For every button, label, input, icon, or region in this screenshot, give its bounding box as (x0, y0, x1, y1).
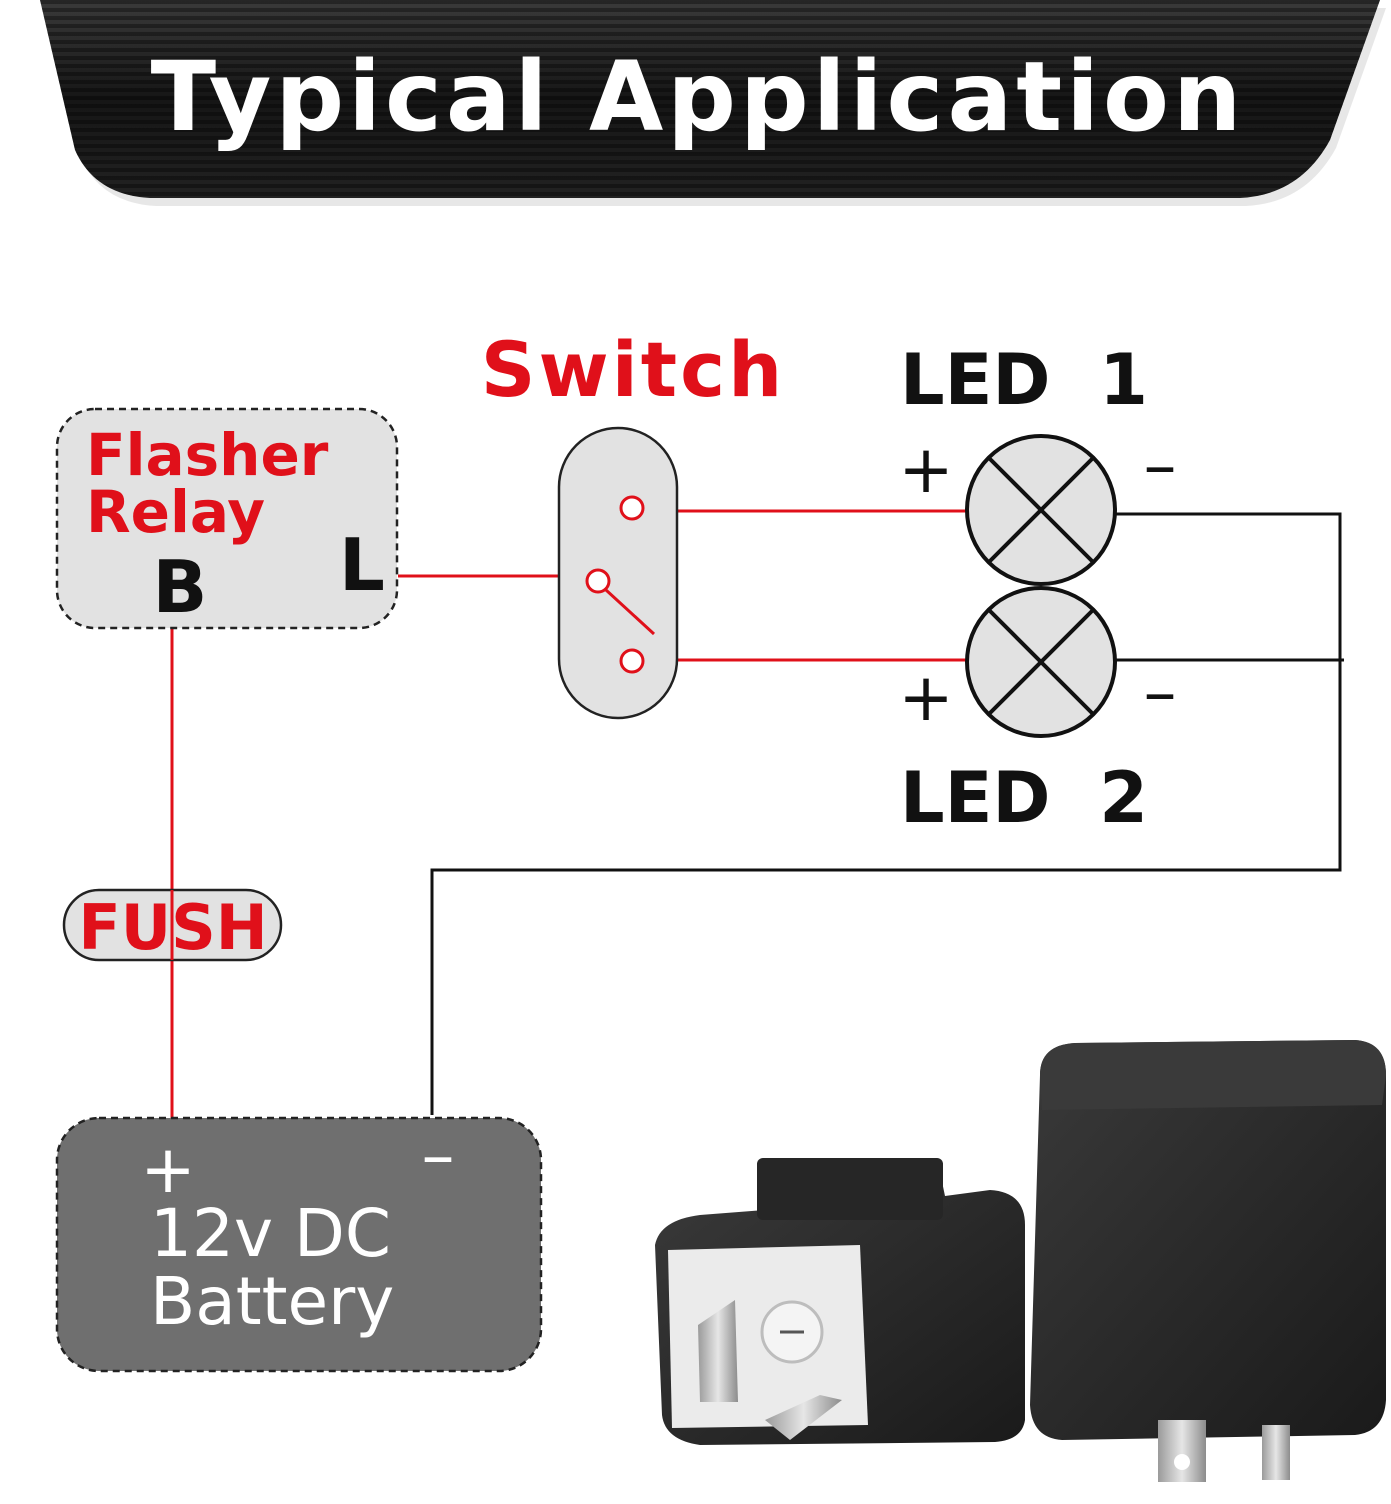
led1-label: LED 1 (900, 339, 1148, 421)
black-wire-led1-return (430, 512, 1342, 1115)
switch-contact-2 (619, 648, 645, 674)
relay-unit-front (655, 1158, 1025, 1445)
fuse-label: FUSH (78, 891, 267, 964)
switch-label: Switch (481, 325, 785, 414)
terminal-b-label: B (153, 545, 208, 629)
battery-label-1: 12v DC (150, 1195, 391, 1272)
relay-clip (757, 1158, 943, 1220)
battery: + – 12v DC Battery (55, 1116, 543, 1373)
battery-body (55, 1116, 543, 1373)
switch-contact-1 (619, 495, 645, 521)
terminal-pin-l (698, 1300, 738, 1402)
battery-label-2: Battery (150, 1263, 394, 1340)
battery-minus: – (422, 1117, 455, 1194)
flasher-relay-label-2: Relay (86, 478, 265, 546)
led-2: + – LED 2 (898, 586, 1177, 839)
relay-unit-back (1030, 1040, 1386, 1482)
flasher-relay: Flasher Relay B L (55, 407, 399, 630)
product-photo (655, 1040, 1386, 1482)
terminal-l-label: L (339, 523, 385, 607)
battery-plus: + (140, 1131, 195, 1208)
switch: Switch (481, 325, 785, 720)
wires (170, 509, 1344, 1122)
flasher-relay-box (55, 407, 399, 630)
led1-minus: – (1144, 427, 1177, 504)
led-1: LED 1 + – (898, 339, 1177, 586)
flasher-relay-label-1: Flasher (86, 421, 329, 489)
led2-plus: + (898, 659, 953, 736)
led2-label: LED 2 (900, 757, 1148, 839)
title-banner: Typical Application (40, 0, 1386, 206)
led2-minus: – (1144, 654, 1177, 731)
led1-plus: + (898, 431, 953, 508)
switch-lever (604, 588, 656, 636)
switch-body (557, 426, 679, 720)
banner-title: Typical Application (151, 41, 1246, 153)
switch-common-contact (585, 568, 611, 594)
fuse: FUSH (62, 888, 283, 964)
terminal-pin-b (765, 1395, 842, 1440)
